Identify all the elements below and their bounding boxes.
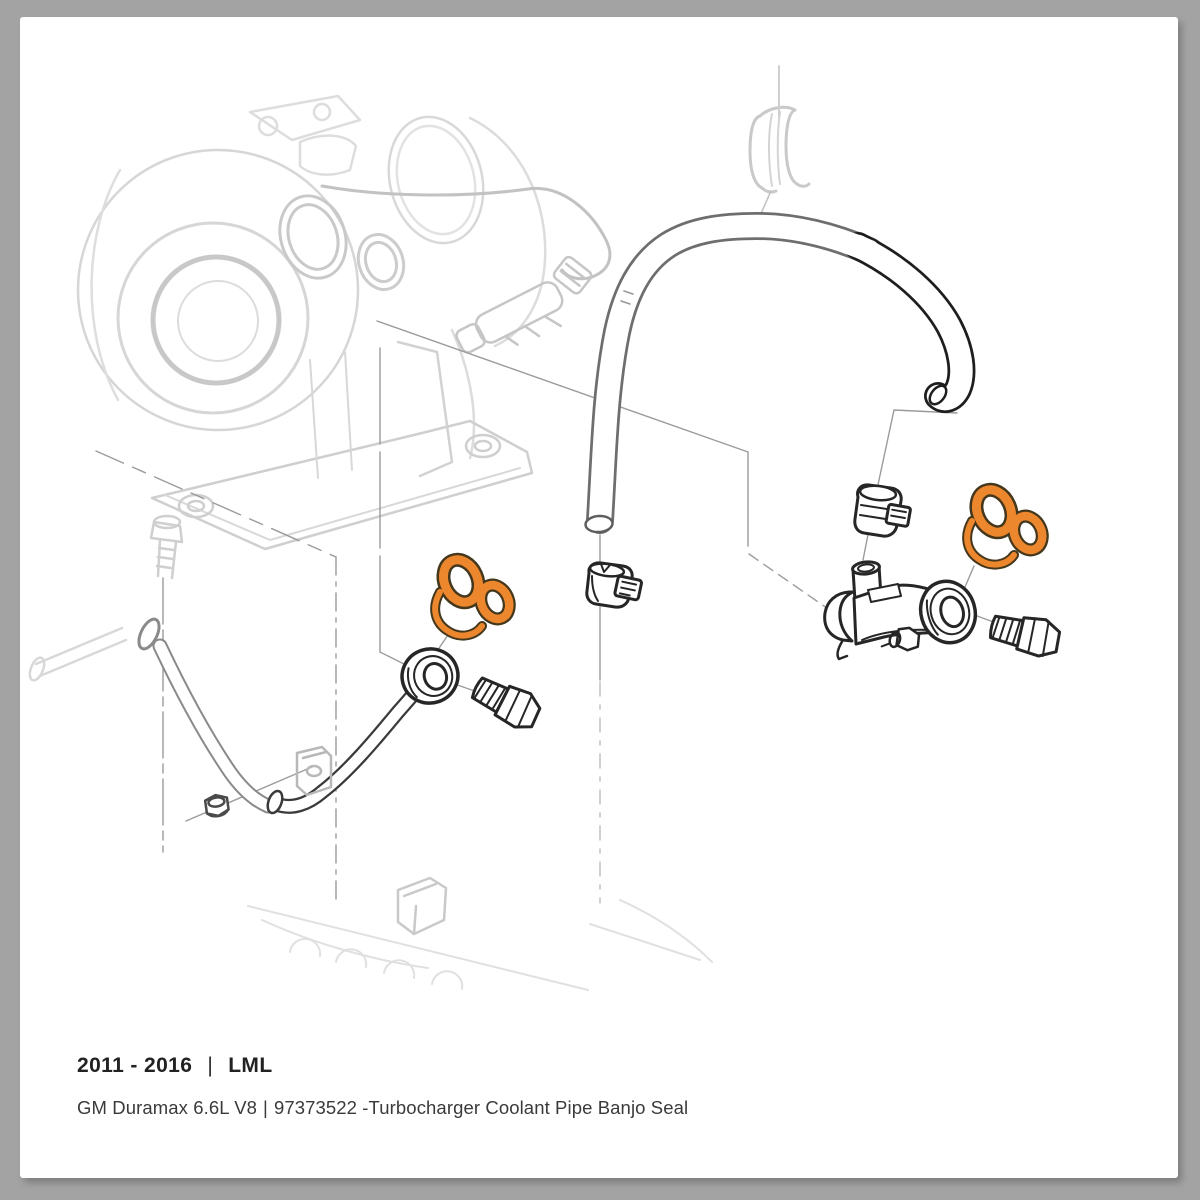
banjo-bolt-left — [470, 676, 542, 729]
banjo-eye-right — [918, 579, 978, 645]
hose-retainer-clip — [748, 105, 811, 194]
coolant-hose — [584, 212, 976, 534]
coolant-pipe-left — [137, 617, 460, 818]
banjo-seal-right-highlight — [962, 482, 1049, 570]
catalog-card: 2011 - 2016|LML GM Duramax 6.6L V8|97373… — [20, 17, 1178, 1178]
engine-block-faded — [247, 876, 713, 991]
sensor-faded — [455, 281, 564, 354]
hose-clamp-left — [585, 561, 643, 609]
banjo-eye-left — [400, 647, 460, 705]
coolant-pipe-right — [823, 560, 978, 661]
mounting-bolt-faded — [149, 514, 184, 580]
caption-block: 2011 - 2016|LML GM Duramax 6.6L V8|97373… — [77, 1055, 688, 1119]
fitment-line: 2011 - 2016 | LML — [77, 1055, 688, 1077]
turbocharger-faded — [28, 65, 811, 682]
banjo-seal-left-highlight — [430, 552, 516, 641]
part-description-line: GM Duramax 6.6L V8|97373522 -Turbocharge… — [77, 1097, 688, 1119]
engine-code: LML — [228, 1054, 273, 1077]
year-range: 2011 - 2016 — [77, 1054, 193, 1077]
part-number-and-name: 97373522 -Turbocharger Coolant Pipe Banj… — [273, 1097, 689, 1118]
fitment-divider: | — [207, 1054, 214, 1077]
pipe-bolt-small — [880, 626, 921, 652]
hose-clamp-right — [853, 483, 912, 538]
banjo-bolt-right — [989, 614, 1062, 658]
mounting-nut — [203, 793, 230, 818]
parts-diagram — [28, 65, 1062, 991]
part-divider: | — [263, 1097, 268, 1118]
engine-name: GM Duramax 6.6L V8 — [77, 1097, 258, 1118]
pipe-bracket-clip — [295, 745, 333, 797]
